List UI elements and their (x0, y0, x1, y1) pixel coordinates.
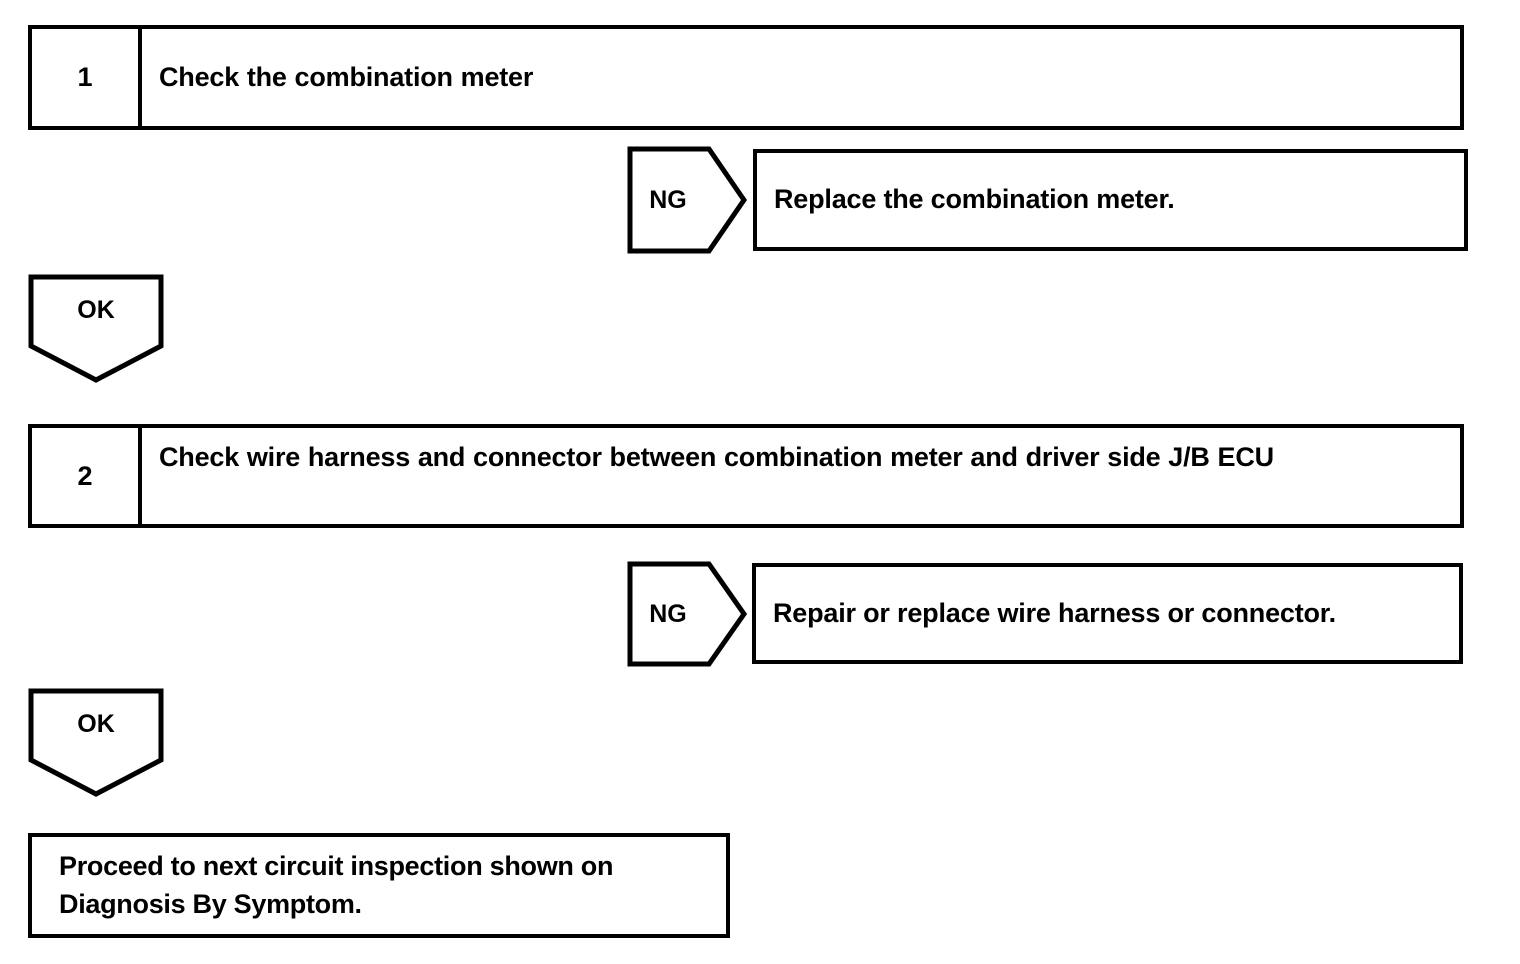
step-2-box: 2 Check wire harness and connector betwe… (28, 424, 1464, 528)
step-2-ng-result-box: Repair or replace wire harness or connec… (752, 563, 1463, 664)
step-1-ng-result-text: Replace the combination meter. (774, 184, 1175, 215)
step-1-ng-arrow: NG (627, 146, 747, 254)
terminal-proceed-text: Proceed to next circuit inspection shown… (59, 851, 614, 919)
terminal-proceed-box: Proceed to next circuit inspection shown… (28, 833, 730, 938)
step-2-ng-result-text: Repair or replace wire harness or connec… (773, 597, 1336, 628)
step-1-ok-arrow: OK (28, 274, 164, 384)
step-2-ok-arrow: OK (28, 688, 164, 798)
step-2-title-cell: Check wire harness and connector between… (142, 428, 1460, 524)
step-2-ng-arrow: NG (627, 561, 747, 667)
step-1-title-cell: Check the combination meter (142, 29, 1460, 126)
step-1-title: Check the combination meter (159, 61, 534, 92)
step-1-ng-result-box: Replace the combination meter. (753, 149, 1468, 251)
step-2-title: Check wire harness and connector between… (159, 442, 1274, 472)
step-2-number: 2 (32, 428, 142, 524)
step-1-box: 1 Check the combination meter (28, 25, 1464, 130)
step-1-number: 1 (32, 29, 142, 126)
